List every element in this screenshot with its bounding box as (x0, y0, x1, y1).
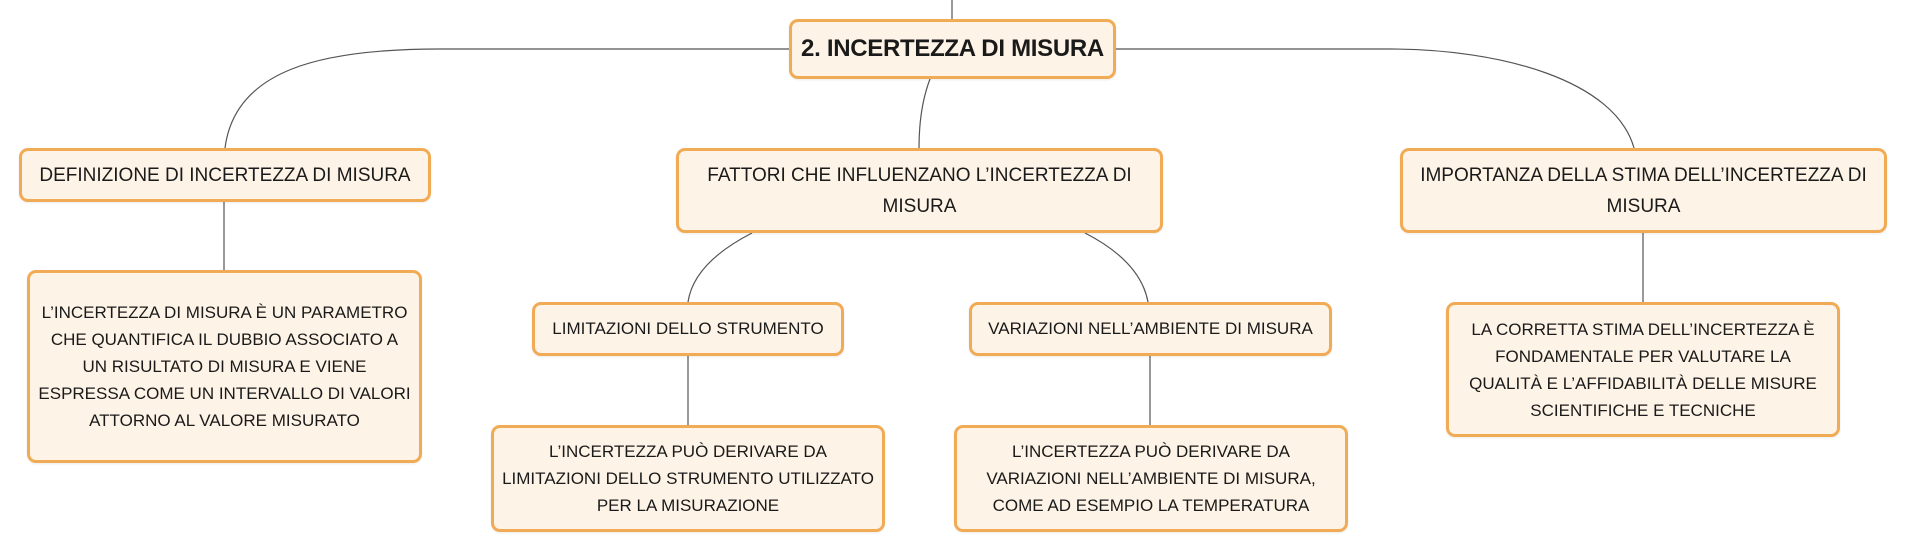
importanza-description-text: LA CORRETTA STIMA DELL’INCERTEZZA È FOND… (1469, 319, 1817, 420)
topic-definizione-node[interactable]: DEFINIZIONE DI INCERTEZZA DI MISURA (19, 148, 431, 202)
limitazioni-description-node[interactable]: L’INCERTEZZA PUÒ DERIVARE DA LIMITAZIONI… (491, 425, 885, 532)
variazioni-description-text: L’INCERTEZZA PUÒ DERIVARE DA VARIAZIONI … (986, 442, 1316, 515)
connector-root-to-fattori (918, 78, 931, 149)
topic-fattori-node[interactable]: FATTORI CHE INFLUENZANO L’INCERTEZZA DI … (676, 148, 1163, 233)
definizione-description-text: L’INCERTEZZA DI MISURA È UN PARAMETRO CH… (38, 303, 411, 430)
topic-importanza-label: IMPORTANZA DELLA STIMA DELL’INCERTEZZA D… (1420, 164, 1867, 217)
subtopic-limitazioni-label: LIMITAZIONI DELLO STRUMENTO (552, 319, 824, 338)
limitazioni-description-text: L’INCERTEZZA PUÒ DERIVARE DA LIMITAZIONI… (502, 442, 874, 515)
definizione-description-node[interactable]: L’INCERTEZZA DI MISURA È UN PARAMETRO CH… (27, 270, 422, 463)
root-topic-node[interactable]: 2. INCERTEZZA DI MISURA (789, 19, 1116, 79)
connector-root-to-definizione (224, 48, 789, 149)
topic-fattori-label: FATTORI CHE INFLUENZANO L’INCERTEZZA DI … (707, 164, 1132, 217)
connector-root-to-importanza (1116, 48, 1635, 149)
subtopic-variazioni-node[interactable]: VARIAZIONI NELL’AMBIENTE DI MISURA (969, 302, 1332, 356)
connector-fattori-to-variazioni (1084, 232, 1149, 303)
root-topic-label: 2. INCERTEZZA DI MISURA (801, 35, 1104, 62)
connector-fattori-to-limitazioni (687, 232, 753, 303)
variazioni-description-node[interactable]: L’INCERTEZZA PUÒ DERIVARE DA VARIAZIONI … (954, 425, 1348, 532)
topic-definizione-label: DEFINIZIONE DI INCERTEZZA DI MISURA (39, 164, 411, 186)
topic-importanza-node[interactable]: IMPORTANZA DELLA STIMA DELL’INCERTEZZA D… (1400, 148, 1887, 233)
importanza-description-node[interactable]: LA CORRETTA STIMA DELL’INCERTEZZA È FOND… (1446, 302, 1840, 437)
subtopic-limitazioni-node[interactable]: LIMITAZIONI DELLO STRUMENTO (532, 302, 844, 356)
subtopic-variazioni-label: VARIAZIONI NELL’AMBIENTE DI MISURA (988, 319, 1313, 338)
